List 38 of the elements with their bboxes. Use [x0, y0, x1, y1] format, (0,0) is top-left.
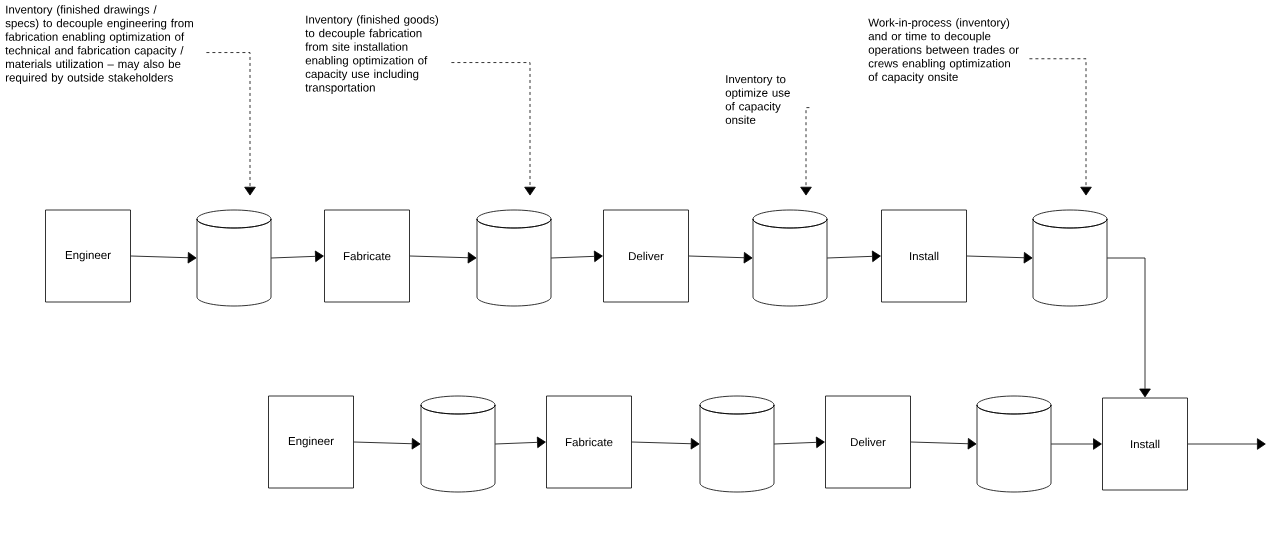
- arrow: [409, 252, 477, 264]
- leader-line: [451, 62, 536, 196]
- arrow: [270, 250, 324, 263]
- annotation-text: Work-in-process (inventory) and or time to decouple operations between trades or crews enabling optimization of capacity onsite: [868, 18, 1019, 84]
- arrow: [130, 252, 197, 264]
- arrow: [966, 252, 1033, 264]
- process-box: Engineer: [268, 395, 354, 489]
- process-box: Deliver: [825, 395, 911, 489]
- leader-line: [206, 52, 256, 196]
- process-box: Deliver: [603, 209, 689, 303]
- arrow: [910, 438, 977, 450]
- process-box: Fabricate: [324, 209, 410, 303]
- annotation-text: Inventory to optimize use of capacity onsite: [725, 75, 790, 124]
- arrow: [688, 252, 753, 264]
- storage-cylinder: [1032, 209, 1108, 307]
- arrow: [773, 436, 825, 449]
- leader-line: [800, 107, 812, 196]
- storage-cylinder: [420, 395, 496, 493]
- process-box: Install: [881, 209, 967, 303]
- arrow: [353, 438, 421, 450]
- arrow: [1106, 257, 1151, 398]
- storage-cylinder: [476, 209, 552, 307]
- storage-cylinder: [196, 209, 272, 307]
- process-box: Fabricate: [546, 395, 632, 489]
- process-box: Engineer: [45, 209, 131, 303]
- arrow: [550, 250, 603, 263]
- annotation-text: Inventory (finished goods) to decouple fabrication from site installation enabling optimization of capacity use including transportation: [305, 15, 439, 94]
- process-box: Install: [1102, 397, 1188, 491]
- arrow: [1050, 438, 1102, 450]
- annotation-text: Inventory (finished drawings / specs) to decouple engineering from fabrication enabling optimization of technical and fabrication capacity / materials utilization – may also be required by outside stakeholders: [5, 5, 193, 84]
- arrow: [631, 438, 700, 450]
- leader-line: [1029, 58, 1092, 196]
- arrow: [1187, 438, 1266, 450]
- storage-cylinder: [699, 395, 775, 493]
- arrow: [494, 436, 546, 449]
- arrow: [826, 250, 881, 263]
- storage-cylinder: [976, 395, 1052, 493]
- storage-cylinder: [752, 209, 828, 307]
